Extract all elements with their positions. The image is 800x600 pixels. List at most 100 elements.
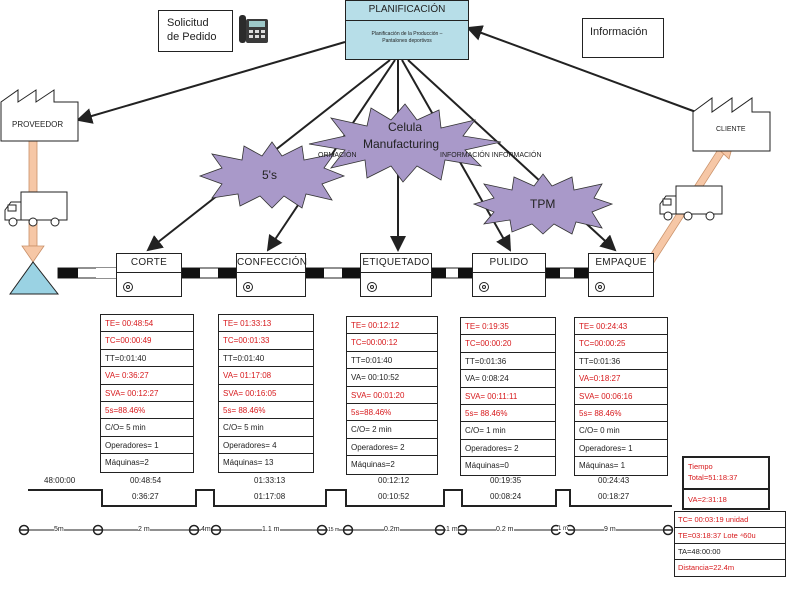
data-row-tt: TT=0:01:36 <box>575 353 667 371</box>
burst-celula-line-2: Manufacturing <box>363 137 440 151</box>
data-row-tt: TT=0:01:36 <box>461 353 555 371</box>
data-row-co: C/O= 0 min <box>575 422 667 440</box>
info-label-right: INFORMACIÓN INFORMACIÓN <box>440 152 542 159</box>
summary-time-box: Tiempo Total=51:18:37 VA=2:31:18 <box>682 456 770 510</box>
info-label-left: ORMACIÓN <box>318 152 357 159</box>
operator-icon <box>595 282 605 292</box>
data-row-va: VA= 0:36:27 <box>101 367 193 385</box>
operator-icon <box>243 282 253 292</box>
data-row-maquinas: Máquinas= 1 <box>579 461 626 471</box>
timeline-va-confeccion: 01:17:08 <box>254 492 286 501</box>
process-title-corte: CORTE <box>117 254 181 273</box>
data-box-confeccion: TE= 01:33:13 TC=00:01:33 TT=0:01:40 VA= … <box>218 314 314 473</box>
process-title-empaque: EMPAQUE <box>589 254 653 273</box>
timeline-te-pulido: 00:19:35 <box>490 476 522 485</box>
data-row-5s: 5s=88.46% <box>101 402 193 420</box>
data-box-etiquetado: TE= 00:12:12 TC=00:00:12 TT=0:01:40 VA= … <box>346 316 438 475</box>
timeline-va-pulido: 00:08:24 <box>490 492 522 501</box>
process-box-confeccion: CONFECCIÓN <box>236 253 307 297</box>
process-box-etiquetado: ETIQUETADO <box>360 253 432 297</box>
data-row-sva: SVA= 00:16:05 <box>219 385 313 402</box>
operator-icon <box>479 282 489 292</box>
truck-icon-supplier <box>4 191 68 227</box>
data-row-co: C/O= 1 min <box>461 422 555 440</box>
data-row-co: C/O= 5 min <box>101 419 193 437</box>
data-row-te: TE= 00:12:12 <box>347 317 437 335</box>
process-title-etiquetado: ETIQUETADO <box>361 254 431 273</box>
info-arrow-cliente <box>466 25 697 113</box>
summary-tiempo-total: Total=51:18:37 <box>688 473 738 482</box>
data-row-tc: TC=00:00:12 <box>347 334 437 352</box>
distance-label: 4m <box>201 526 211 533</box>
informacion-box: Información <box>582 18 664 58</box>
summary-ta: TA=48:00:00 <box>675 544 785 560</box>
burst-5s-label: 5's <box>262 168 277 182</box>
summary-te: TE=03:18:37 Lote ⁴60u <box>675 528 785 544</box>
data-row-co: C/O= 5 min <box>219 419 313 437</box>
data-box-empaque: TE= 00:24:43 TC=00:00:25 TT=0:01:36 VA=0… <box>574 317 668 476</box>
process-title-pulido: PULIDO <box>473 254 545 273</box>
kaizen-burst-5s <box>198 141 346 209</box>
data-row-5s: 5s=88.46% <box>347 404 437 422</box>
info-arrow-proveedor <box>76 41 346 124</box>
distance-label: 1 m <box>446 526 458 533</box>
data-row-operadores: Operadores= 1 <box>101 437 193 455</box>
planning-title: PLANIFICACIÓN <box>346 1 468 21</box>
data-row-va: VA= 0:08:24 <box>461 370 555 388</box>
data-row-operadores: Operadores= 2 <box>461 440 555 458</box>
data-row-tt: TT=0:01:40 <box>347 352 437 370</box>
timeline-va-corte: 0:36:27 <box>132 492 159 501</box>
solicitud-line-2: de Pedido <box>167 31 217 43</box>
data-row-5s: 5s= 88.46% <box>461 405 555 423</box>
distance-label: 1.1 m <box>262 526 280 533</box>
process-box-pulido: PULIDO <box>472 253 546 297</box>
data-row-operadores: Operadores= 4 <box>219 437 313 455</box>
data-row-maquinas: Máquinas=0 <box>465 461 509 471</box>
timeline-te-etiquetado: 00:12:12 <box>378 476 410 485</box>
planning-subtitle-2: Pantalones deportivos <box>382 38 432 44</box>
data-row-co: C/O= 2 min <box>347 421 437 439</box>
solicitud-box: Solicitud de Pedido <box>158 10 233 52</box>
process-box-corte: CORTE <box>116 253 182 297</box>
timeline-te-confeccion: 01:33:13 <box>254 476 286 485</box>
data-row-maquinas: Máquinas=2 <box>105 458 149 468</box>
timeline-start: 48:00:00 <box>44 476 76 485</box>
distance-label: 5m <box>54 526 64 533</box>
data-row-tc: TC=00:00:20 <box>461 335 555 353</box>
kaizen-burst-celula <box>308 103 502 183</box>
data-row-va: VA= 00:10:52 <box>347 369 437 387</box>
planning-box: PLANIFICACIÓN Planificación de la Produc… <box>345 0 469 60</box>
data-row-sva: SVA= 00:11:11 <box>461 388 555 405</box>
data-row-va: VA= 01:17:08 <box>219 367 313 385</box>
data-row-5s: 5s= 88.46% <box>219 402 313 420</box>
data-box-pulido: TE= 0:19:35 TC=00:00:20 TT=0:01:36 VA= 0… <box>460 317 556 476</box>
distance-label: 2 m <box>138 526 150 533</box>
data-row-te: TE= 00:48:54 <box>101 315 193 333</box>
data-row-sva: SVA= 00:01:20 <box>347 387 437 404</box>
timeline-te-corte: 00:48:54 <box>130 476 162 485</box>
distance-label: 9 m <box>604 526 616 533</box>
summary-tiempo-label: Tiempo <box>688 462 713 471</box>
data-row-tc: TC=00:00:49 <box>101 332 193 350</box>
data-row-maquinas: Máquinas=2 <box>351 460 395 470</box>
truck-icon-customer <box>659 185 723 221</box>
kaizen-burst-tpm <box>472 173 614 235</box>
data-row-tc: TC=00:00:25 <box>575 335 667 353</box>
data-row-te: TE= 01:33:13 <box>219 315 313 333</box>
data-row-tc: TC=00:01:33 <box>219 332 313 350</box>
customer-factory-icon <box>692 97 771 152</box>
process-box-empaque: EMPAQUE <box>588 253 654 297</box>
distance-label: 0.2m <box>384 526 400 533</box>
timeline-va-etiquetado: 00:10:52 <box>378 492 410 501</box>
customer-label: CLIENTE <box>716 126 746 133</box>
data-row-sva: SVA= 00:06:16 <box>575 388 667 405</box>
data-row-tt: TT=0:01:40 <box>219 350 313 368</box>
data-row-tt: TT=0:01:40 <box>101 350 193 368</box>
distance-markers <box>18 524 674 536</box>
planning-subtitle-1: Planificación de la Producción – <box>371 31 443 37</box>
summary-cycle-box: TC= 00:03:19 unidad TE=03:18:37 Lote ⁴60… <box>674 511 786 577</box>
distance-label: 0.2 m <box>496 526 514 533</box>
data-row-operadores: Operadores= 1 <box>575 440 667 458</box>
informacion-label: Información <box>590 26 648 38</box>
